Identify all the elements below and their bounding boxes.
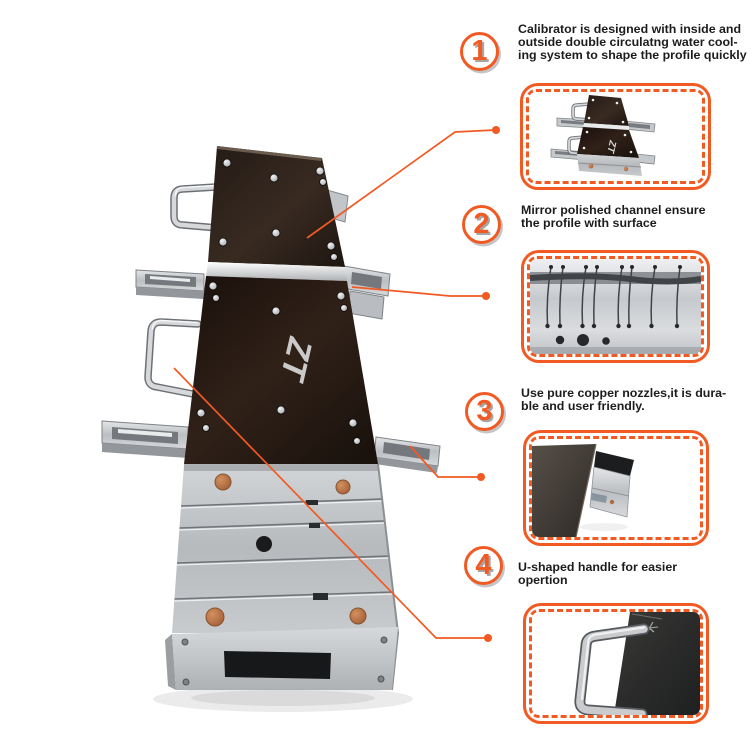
u-shaped-handle-photo — [532, 612, 700, 715]
leader-line-3 — [409, 445, 480, 478]
copper-insert — [335, 479, 351, 495]
copper-insert — [349, 607, 367, 625]
middle-silver-band — [206, 262, 347, 281]
callout-2-number: 2 — [473, 208, 490, 240]
leader-line-2 — [351, 286, 485, 297]
ground-shadow-core — [191, 690, 375, 706]
callout-1-number: 1 — [471, 35, 488, 67]
u-handle-bottom — [144, 318, 202, 399]
leader-dot-2 — [482, 292, 490, 300]
front-opening — [224, 651, 331, 679]
calibrator-body — [172, 463, 400, 691]
ground-shadow — [153, 686, 413, 712]
callout-3-description: Use pure copper nozzles,it is dura- ble … — [521, 386, 727, 414]
center-hole — [256, 536, 272, 552]
callout-2-number-badge: 2 — [462, 205, 501, 244]
callout-1-description: Calibrator is designed with inside and o… — [518, 22, 747, 63]
plate-screws — [196, 158, 361, 445]
calibrator-top-view-photo: ZT — [529, 92, 702, 181]
callout-2-description: Mirror polished channel ensure the profi… — [521, 203, 706, 231]
callout-4-number: 4 — [475, 549, 492, 581]
u-handle-top — [170, 183, 222, 232]
callout-1-photo-frame: ZT — [520, 83, 711, 190]
right-rail-top — [341, 265, 391, 320]
lower-plate — [184, 276, 378, 464]
mirror-polished-channel-photo — [530, 259, 701, 354]
callout-4-description: U-shaped handle for easier opertion — [518, 560, 678, 588]
callout-4-number-badge: 4 — [464, 546, 503, 585]
leader-line-4 — [173, 367, 487, 639]
leader-dot-1 — [492, 126, 500, 134]
upper-plate-edge-highlight — [217, 146, 322, 161]
upper-plate — [208, 146, 345, 267]
left-rail-top — [135, 269, 205, 299]
leader-dot-4 — [484, 634, 492, 642]
mini-product-logo: ZT — [604, 138, 618, 154]
callout-1-number-badge: 1 — [460, 32, 499, 71]
copper-insert — [214, 473, 232, 491]
leader-line-1 — [306, 129, 496, 239]
callout-3-number: 3 — [476, 395, 493, 427]
callout-3-photo-frame — [523, 430, 709, 546]
copper-insert — [205, 607, 225, 627]
copper-nozzle-photo — [532, 439, 700, 537]
front-face — [165, 627, 398, 690]
callout-2-photo-frame — [521, 250, 710, 363]
leader-dot-3 — [477, 473, 485, 481]
callout-4-photo-frame — [523, 603, 709, 724]
callout-3-number-badge: 3 — [465, 392, 504, 431]
